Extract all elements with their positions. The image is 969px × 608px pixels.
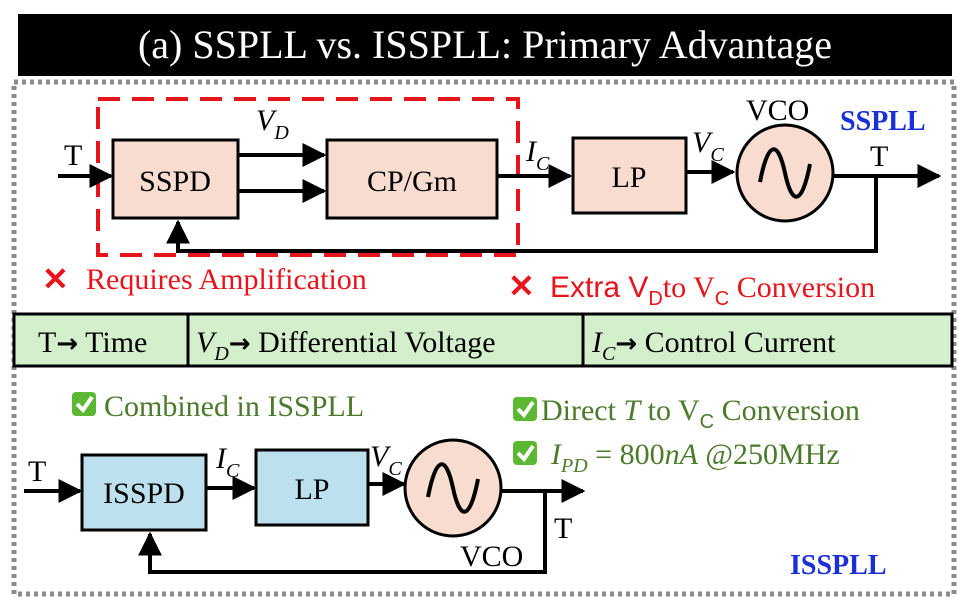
top-output-label: T — [870, 140, 888, 173]
extra-conversion-note: Extra VDto VC Conversion — [550, 271, 875, 310]
isspd-block — [80, 453, 208, 532]
combined-note: Combined in ISSPLL — [104, 390, 364, 423]
sspd-block — [111, 138, 240, 220]
bottom-input-label: T — [28, 455, 46, 488]
top-lp-label: LP — [611, 161, 646, 194]
check-icon — [513, 441, 537, 465]
bottom-vc-label: VC — [370, 440, 402, 480]
title-bar: (a) SSPLL vs. ISSPLL: Primary Advantage — [18, 14, 952, 76]
ic-label: IC — [525, 135, 550, 175]
sine-wave-icon — [758, 147, 812, 199]
ipd-note: IPD = 800nA @250MHz — [550, 438, 840, 477]
isspd-label: ISSPD — [103, 477, 185, 510]
bottom-vco-label: VCO — [460, 540, 523, 573]
sine-wave-icon — [426, 462, 480, 514]
bottom-output-label: T — [554, 512, 572, 545]
top-input-label: T — [64, 139, 82, 172]
sspll-label: SSPLL — [840, 106, 926, 137]
cross-icon: ✕ — [508, 268, 535, 304]
check-icon — [513, 397, 537, 421]
vd-label: VD — [256, 104, 289, 144]
legend-control-current: IC→ Control Current — [591, 326, 836, 365]
vc-label: VC — [692, 126, 724, 166]
cpgm-label: CP/Gm — [367, 165, 457, 198]
bottom-lp-block — [254, 448, 370, 527]
cpgm-block — [325, 138, 499, 220]
direct-conversion-note: Direct T to VC Conversion — [541, 394, 860, 433]
legend-differential-voltage: VD→ Differential Voltage — [196, 326, 496, 365]
cross-icon: ✕ — [42, 261, 69, 297]
requires-amplification-note: Requires Amplification — [86, 263, 367, 296]
sspd-label: SSPD — [139, 165, 211, 198]
isspll-label: ISSPLL — [790, 550, 887, 581]
top-feedback-path — [166, 176, 878, 253]
top-lp-block — [571, 136, 688, 215]
bottom-ic-label: IC — [215, 442, 240, 482]
bottom-feedback-path — [138, 491, 547, 574]
top-vco-label: VCO — [746, 94, 809, 127]
check-icon — [72, 392, 96, 416]
diagram-title: (a) SSPLL vs. ISSPLL: Primary Advantage — [137, 22, 833, 67]
legend-time: T→ Time — [38, 326, 147, 359]
legend-bar — [12, 312, 954, 368]
bottom-lp-label: LP — [294, 473, 329, 506]
